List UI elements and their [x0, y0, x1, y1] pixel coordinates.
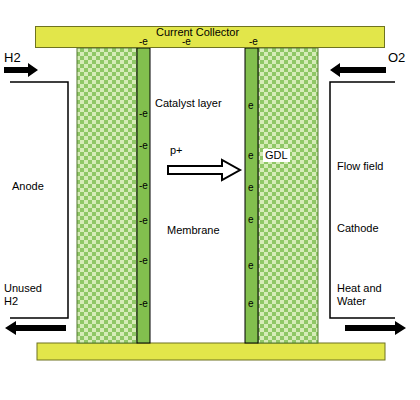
- part-name: GDL: [263, 149, 290, 162]
- gas-name: O2: [388, 50, 405, 65]
- current-collector-bar: Current Collector-e-e-e: [35, 26, 385, 48]
- electron-label: -e: [249, 37, 258, 47]
- electron-label: e: [248, 214, 254, 226]
- proton-label: p+: [170, 144, 183, 157]
- part-name: Heat and Water: [337, 282, 397, 308]
- h2-inlet-arrow: [4, 63, 38, 77]
- o2-inlet-arrow: [330, 63, 386, 77]
- part-name: Cathode: [337, 222, 379, 235]
- part-name: Anode: [12, 180, 44, 193]
- electron-label: -e: [182, 37, 191, 47]
- electron-label: -e: [139, 37, 148, 47]
- water-outlet-arrow: [345, 321, 406, 335]
- gas-name: H2: [4, 50, 21, 65]
- electron-label: -e: [139, 140, 148, 152]
- current-collector-bar: [37, 343, 385, 360]
- electron-label: -e: [139, 255, 148, 267]
- part-name: Current Collector: [156, 27, 239, 38]
- electron-label: e: [248, 100, 254, 112]
- h2-outlet-arrow: [5, 321, 66, 335]
- part-name: Membrane: [167, 224, 220, 237]
- part-name: Flow field: [337, 160, 383, 173]
- proton-arrow: [168, 160, 240, 180]
- part-name: Catalyst layer: [155, 97, 222, 110]
- electron-label: -e: [139, 108, 148, 120]
- electron-label: e: [248, 298, 254, 310]
- electron-label: e: [248, 182, 254, 194]
- cathode-catalyst-layer: [245, 48, 258, 343]
- electron-label: e: [248, 150, 254, 162]
- electron-label: e: [248, 260, 254, 272]
- cathode-gdl: [258, 48, 318, 343]
- anode-catalyst-layer: [137, 48, 150, 343]
- anode-gdl: [77, 48, 137, 343]
- electron-label: -e: [139, 298, 148, 310]
- gas-name: Unused H2: [4, 282, 52, 308]
- electron-label: -e: [139, 215, 148, 227]
- electron-label: -e: [139, 180, 148, 192]
